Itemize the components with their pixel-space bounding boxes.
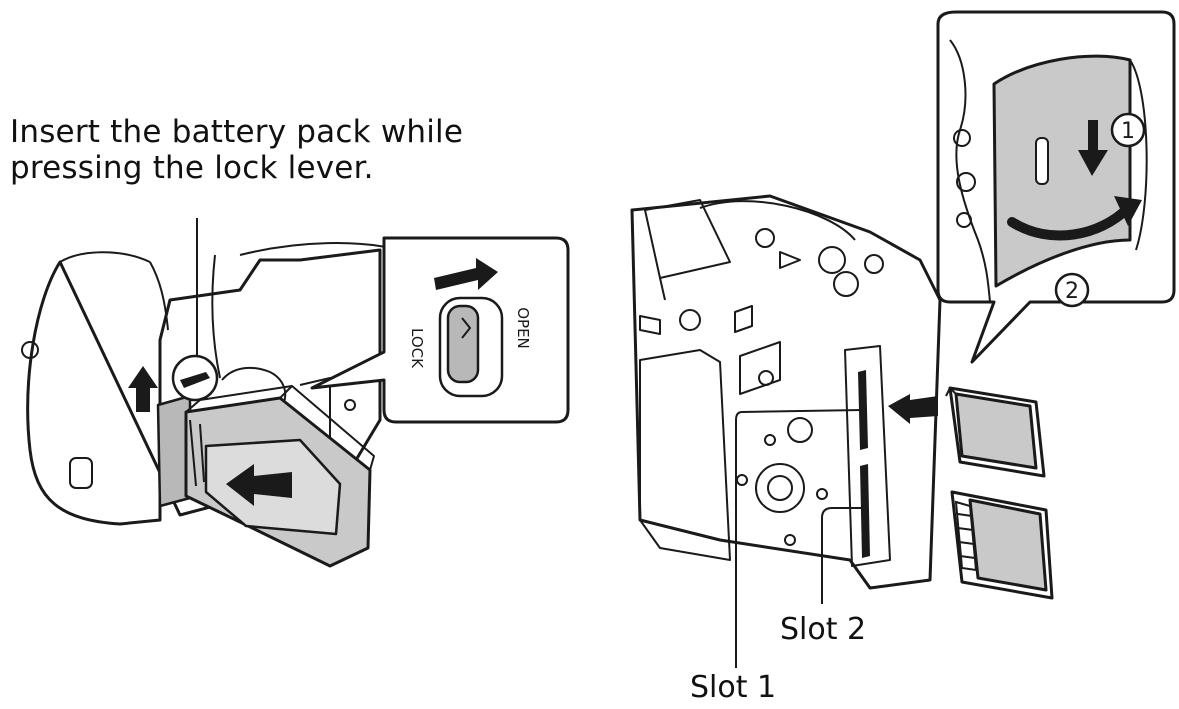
slot-2-label: Slot 2 [780, 612, 867, 647]
card-insert-arrow-icon [888, 394, 938, 424]
slot-2 [860, 464, 870, 558]
slide-down-arrow-icon [1078, 120, 1108, 176]
lock-lever-callout: LOCK OPEN [310, 236, 570, 424]
slot-1-leader-line [735, 409, 863, 668]
lock-lever [171, 354, 219, 402]
camera-body-right [630, 194, 942, 590]
battery-pack [184, 385, 375, 568]
step-1-number: 1 [1121, 119, 1135, 144]
up-arrow-icon [128, 366, 158, 412]
memory-card-top [945, 386, 1046, 478]
slot-2-leader-line [821, 507, 864, 604]
slot-1 [858, 370, 868, 450]
open-door-arrow-icon [1007, 203, 1133, 241]
insert-arrow-icon [226, 464, 292, 506]
step-1-badge [1110, 112, 1146, 148]
battery-instruction-caption: Insert the battery pack while pressing t… [10, 114, 463, 186]
open-label: OPEN [514, 307, 532, 349]
step-2-number: 2 [1065, 279, 1079, 304]
card-slots [858, 370, 870, 558]
memory-card-bottom [950, 490, 1054, 600]
slot-1-label: Slot 1 [690, 670, 777, 705]
open-arrow-icon [434, 258, 498, 290]
step-2-badge [1054, 272, 1090, 308]
battery-instruction-line-2: pressing the lock lever. [10, 150, 374, 186]
lock-label: LOCK [408, 328, 426, 369]
card-door-callout: 1 2 [936, 10, 1176, 364]
battery-instruction-line-1: Insert the battery pack while [10, 114, 464, 150]
